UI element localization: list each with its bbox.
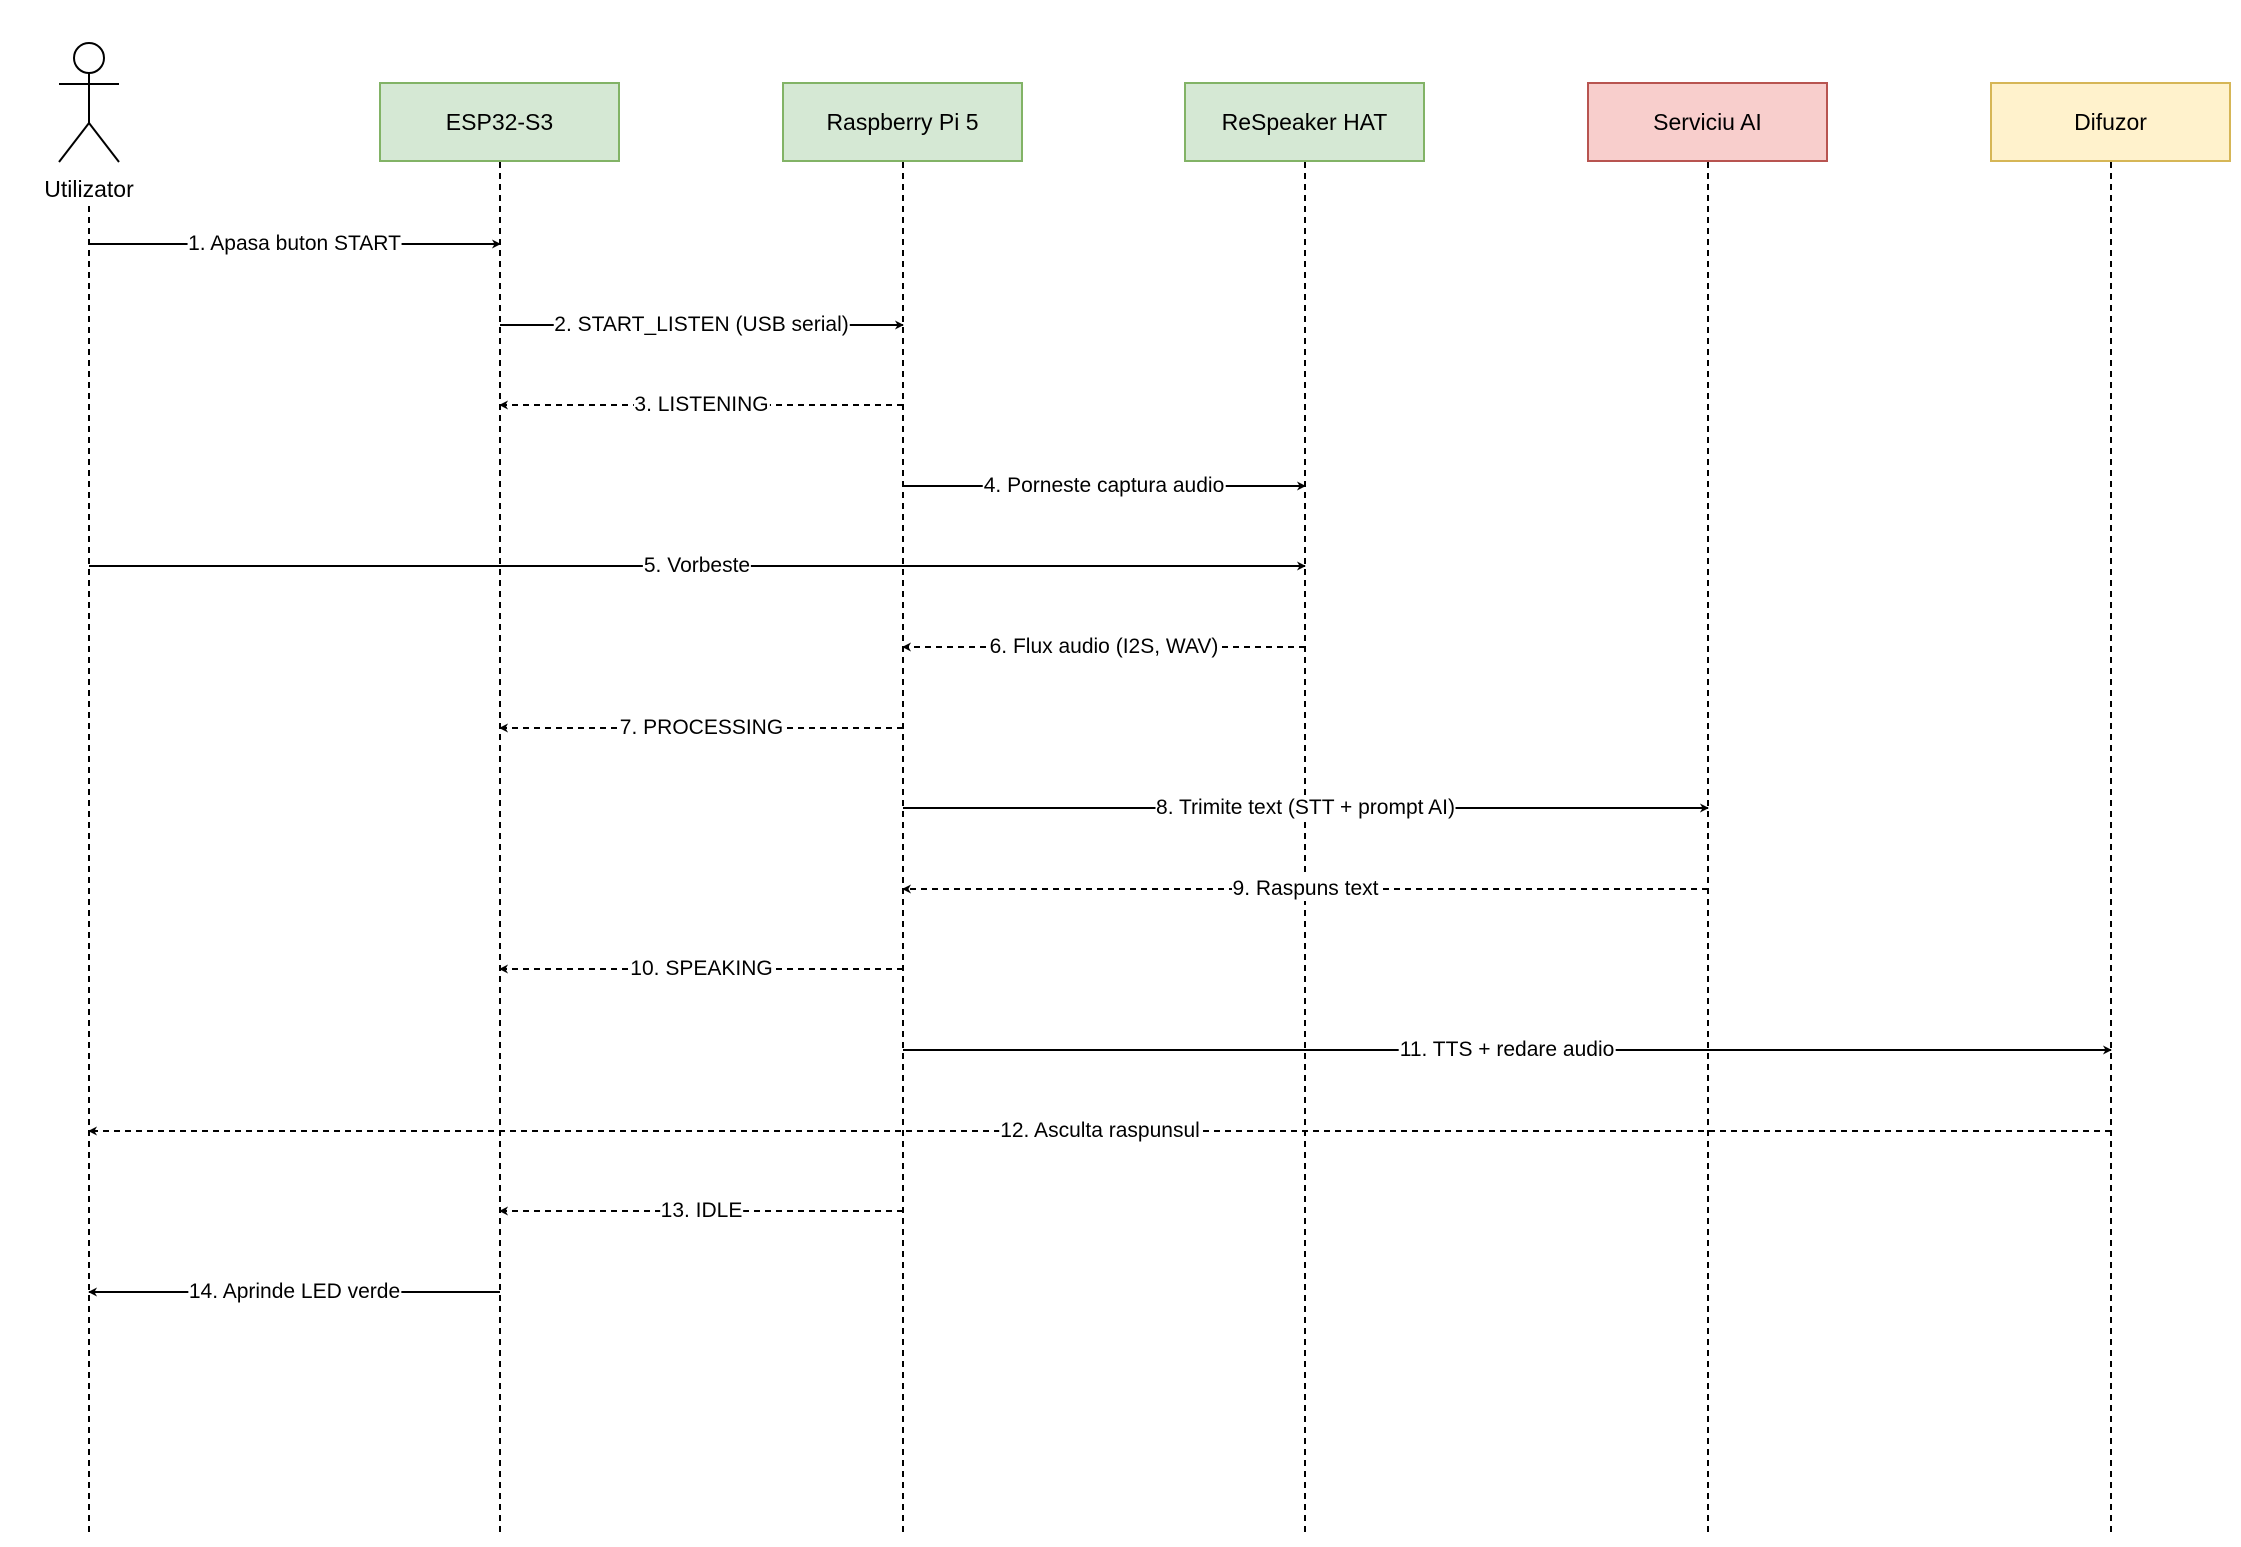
message-label-5: 5. Vorbeste: [642, 554, 752, 578]
message-label-9: 9. Raspuns text: [1231, 877, 1380, 901]
message-label-14: 14. Aprinde LED verde: [187, 1280, 402, 1304]
message-label-8: 8. Trimite text (STT + prompt AI): [1155, 796, 1456, 820]
participant-respeaker-hat[interactable]: ReSpeaker HAT: [1184, 82, 1425, 162]
message-label-2: 2. START_LISTEN (USB serial): [553, 313, 850, 337]
message-label-10: 10. SPEAKING: [629, 957, 774, 981]
lifelines-group: [88, 162, 2112, 1532]
participant-label-raspberry-pi-5: Raspberry Pi 5: [826, 108, 979, 135]
message-label-1: 1. Apasa buton START: [187, 232, 402, 256]
message-label-11: 11. TTS + redare audio: [1398, 1038, 1616, 1062]
message-label-6: 6. Flux audio (I2S, WAV): [988, 635, 1220, 659]
participant-label-esp32-s3: ESP32-S3: [445, 108, 554, 135]
message-label-3: 3. LISTENING: [633, 393, 770, 417]
participant-esp32-s3[interactable]: ESP32-S3: [379, 82, 620, 162]
message-label-4: 4. Porneste captura audio: [982, 474, 1226, 498]
message-label-13: 13. IDLE: [659, 1199, 744, 1223]
participant-label-difuzor: Difuzor: [2074, 108, 2147, 135]
actor-stick-figure-icon: [58, 42, 120, 163]
message-label-12: 12. Asculta raspunsul: [999, 1119, 1201, 1143]
participant-label-respeaker-hat: ReSpeaker HAT: [1221, 108, 1388, 135]
message-label-7: 7. PROCESSING: [618, 716, 785, 740]
participant-serviciu-ai[interactable]: Serviciu AI: [1587, 82, 1828, 162]
participant-raspberry-pi-5[interactable]: Raspberry Pi 5: [782, 82, 1023, 162]
participant-label-serviciu-ai: Serviciu AI: [1653, 108, 1762, 135]
participant-label-utilizator: Utilizator: [44, 176, 134, 202]
participant-difuzor[interactable]: Difuzor: [1990, 82, 2231, 162]
